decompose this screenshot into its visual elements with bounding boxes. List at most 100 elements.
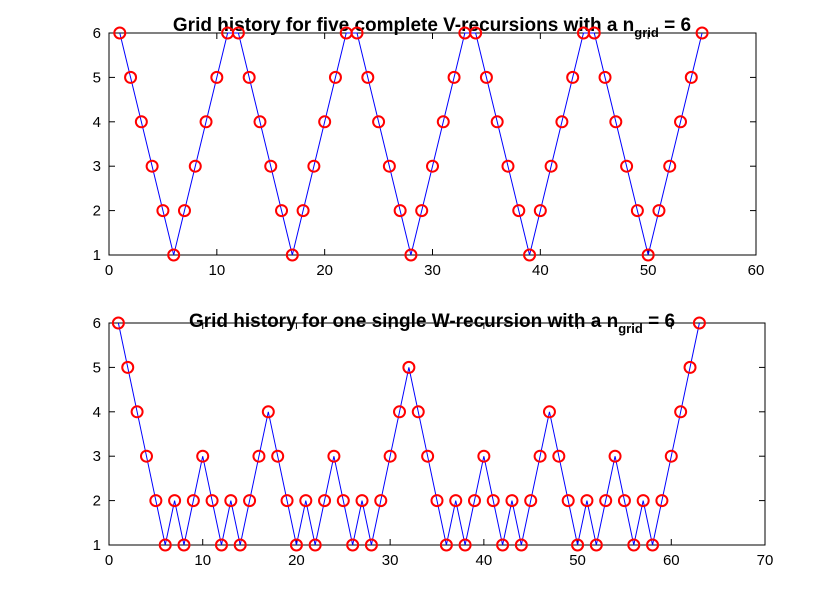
data-point	[393, 204, 407, 218]
data-point	[692, 316, 706, 330]
data-point	[372, 115, 386, 129]
data-point	[449, 494, 463, 508]
chart-title-main: Grid history for one single W-recursion …	[189, 311, 618, 332]
data-point	[674, 115, 688, 129]
data-point	[199, 115, 213, 129]
data-point	[253, 115, 267, 129]
x-tick-label: 10	[194, 552, 211, 569]
data-point	[655, 494, 669, 508]
y-tick-label: 2	[93, 493, 101, 510]
data-point	[587, 26, 601, 40]
data-point	[630, 204, 644, 218]
chart-title-suffix: = 6	[659, 15, 691, 36]
data-point	[571, 538, 585, 552]
y-tick-label: 6	[93, 315, 101, 332]
data-point	[261, 405, 275, 419]
y-tick-label: 6	[93, 25, 101, 42]
y-tick-label: 1	[93, 537, 101, 554]
data-point	[214, 538, 228, 552]
data-point	[350, 26, 364, 40]
data-point	[439, 538, 453, 552]
data-point	[364, 538, 378, 552]
data-point	[663, 159, 677, 173]
data-point	[289, 538, 303, 552]
x-tick-label: 50	[640, 262, 657, 279]
data-point	[139, 449, 153, 463]
data-point	[436, 115, 450, 129]
x-tick-label: 0	[105, 262, 113, 279]
y-tick-label: 4	[93, 404, 101, 421]
data-point	[501, 159, 515, 173]
data-point	[598, 70, 612, 84]
y-tick-label: 5	[93, 69, 101, 86]
data-point	[467, 494, 481, 508]
data-point	[355, 494, 369, 508]
data-point	[479, 70, 493, 84]
data-point	[609, 115, 623, 129]
y-tick-label: 3	[93, 448, 101, 465]
data-point	[402, 360, 416, 374]
x-tick-label: 40	[476, 552, 493, 569]
data-point	[231, 26, 245, 40]
data-point	[652, 204, 666, 218]
y-tick-label: 4	[93, 114, 101, 131]
data-point	[233, 538, 247, 552]
x-tick-label: 20	[316, 262, 333, 279]
data-point	[318, 115, 332, 129]
chart-title-main: Grid history for five complete V-recursi…	[173, 15, 634, 36]
data-point	[555, 115, 569, 129]
data-point	[177, 538, 191, 552]
data-point	[149, 494, 163, 508]
data-point	[383, 449, 397, 463]
data-point	[299, 494, 313, 508]
data-point	[130, 405, 144, 419]
data-point	[469, 26, 483, 40]
chart-title-subscript: grid	[618, 321, 643, 336]
data-point	[447, 70, 461, 84]
data-point	[599, 494, 613, 508]
data-point	[167, 248, 181, 262]
data-point	[490, 115, 504, 129]
data-point	[382, 159, 396, 173]
chart-title: Grid history for five complete V-recursi…	[173, 15, 691, 40]
data-point	[411, 405, 425, 419]
data-point	[336, 494, 350, 508]
y-tick-label: 5	[93, 359, 101, 376]
data-point	[134, 115, 148, 129]
y-tick-label: 1	[93, 247, 101, 264]
data-point	[196, 449, 210, 463]
data-point	[186, 494, 200, 508]
data-point	[168, 494, 182, 508]
data-point	[674, 405, 688, 419]
data-point	[224, 494, 238, 508]
series-line	[117, 322, 700, 546]
x-tick-label: 20	[288, 552, 305, 569]
data-point	[617, 494, 631, 508]
data-point	[544, 159, 558, 173]
data-point	[608, 449, 622, 463]
data-point	[243, 494, 257, 508]
data-point	[271, 449, 285, 463]
x-tick-label: 50	[569, 552, 586, 569]
data-point	[523, 248, 537, 262]
w-recursion-panel: Grid history for one single W-recursion …	[93, 311, 774, 569]
y-tick-label: 3	[93, 158, 101, 175]
data-point	[486, 494, 500, 508]
data-point	[524, 494, 538, 508]
data-point	[346, 538, 360, 552]
data-point	[296, 204, 310, 218]
data-point	[542, 405, 556, 419]
data-point	[121, 360, 135, 374]
data-point	[533, 449, 547, 463]
data-point	[684, 70, 698, 84]
data-point	[421, 449, 435, 463]
data-point	[252, 449, 266, 463]
data-point	[505, 494, 519, 508]
data-point	[512, 204, 526, 218]
data-point	[458, 538, 472, 552]
x-tick-label: 10	[208, 262, 225, 279]
axes-box	[108, 32, 757, 256]
data-point	[210, 70, 224, 84]
data-point	[426, 159, 439, 173]
